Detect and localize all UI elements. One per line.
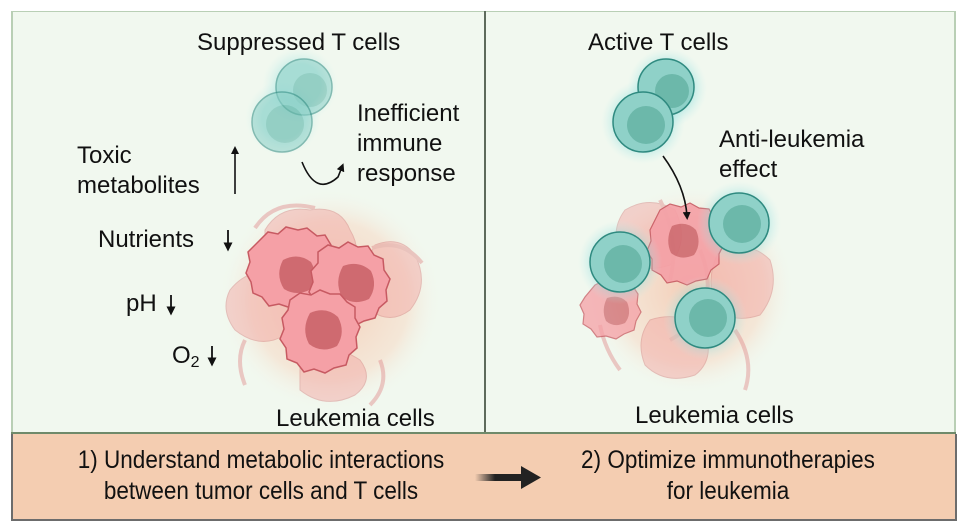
- t-cell-active: [708, 192, 770, 254]
- inefficient-response-arrow: [301, 161, 345, 186]
- t-cell-active: [589, 231, 651, 293]
- label-line: immune: [357, 130, 443, 157]
- step-line: between tumor cells and T cells: [103, 477, 419, 505]
- label-line: Anti-leukemia: [719, 126, 865, 153]
- panel-divider: [484, 11, 486, 432]
- o2-label: O2: [172, 341, 200, 378]
- suppressed-t-cells: [245, 47, 338, 156]
- t-cell-active: [674, 287, 736, 349]
- anti-leukemia-effect-label: Anti-leukemia effect: [719, 125, 864, 185]
- t-cell-suppressed: [251, 91, 313, 153]
- active-t-cells: [578, 48, 781, 360]
- step-1-text: 1) Understand metabolic interactions bet…: [36, 445, 486, 507]
- leukemia-cell: [279, 289, 361, 374]
- step-line: for leukemia: [666, 477, 790, 505]
- o2-subscript: 2: [190, 354, 200, 371]
- panel-bottom-border: [11, 432, 956, 434]
- step-line: 1) Understand metabolic interactions: [77, 446, 445, 474]
- label-line: Toxic: [77, 142, 132, 169]
- t-cell-active: [612, 91, 674, 153]
- step-line: 2) Optimize immunotherapies: [581, 446, 875, 474]
- ph-label: pH: [126, 290, 157, 317]
- label-line: effect: [719, 156, 778, 183]
- label-line: Inefficient: [357, 100, 460, 127]
- leukemia-cells-label-left: Leukemia cells: [276, 405, 435, 432]
- active-t-cells-label: Active T cells: [588, 29, 729, 56]
- step-2-text: 2) Optimize immunotherapies for leukemia: [566, 445, 890, 507]
- leukemia-cells-label-right: Leukemia cells: [635, 402, 794, 429]
- label-line: response: [357, 160, 456, 187]
- summary-box: 1) Understand metabolic interactions bet…: [11, 434, 957, 521]
- inefficient-immune-response-label: Inefficient immune response: [357, 99, 459, 189]
- leukemia-cell-cluster-left: [218, 188, 442, 412]
- o2-symbol: O: [172, 342, 191, 369]
- suppressed-t-cells-label: Suppressed T cells: [197, 29, 401, 56]
- toxic-metabolites-label: Toxic metabolites: [77, 141, 200, 201]
- nutrients-label: Nutrients: [98, 226, 195, 253]
- right-arrow-icon: [475, 466, 541, 489]
- label-line: metabolites: [77, 172, 200, 199]
- attack-arrow: [662, 155, 691, 220]
